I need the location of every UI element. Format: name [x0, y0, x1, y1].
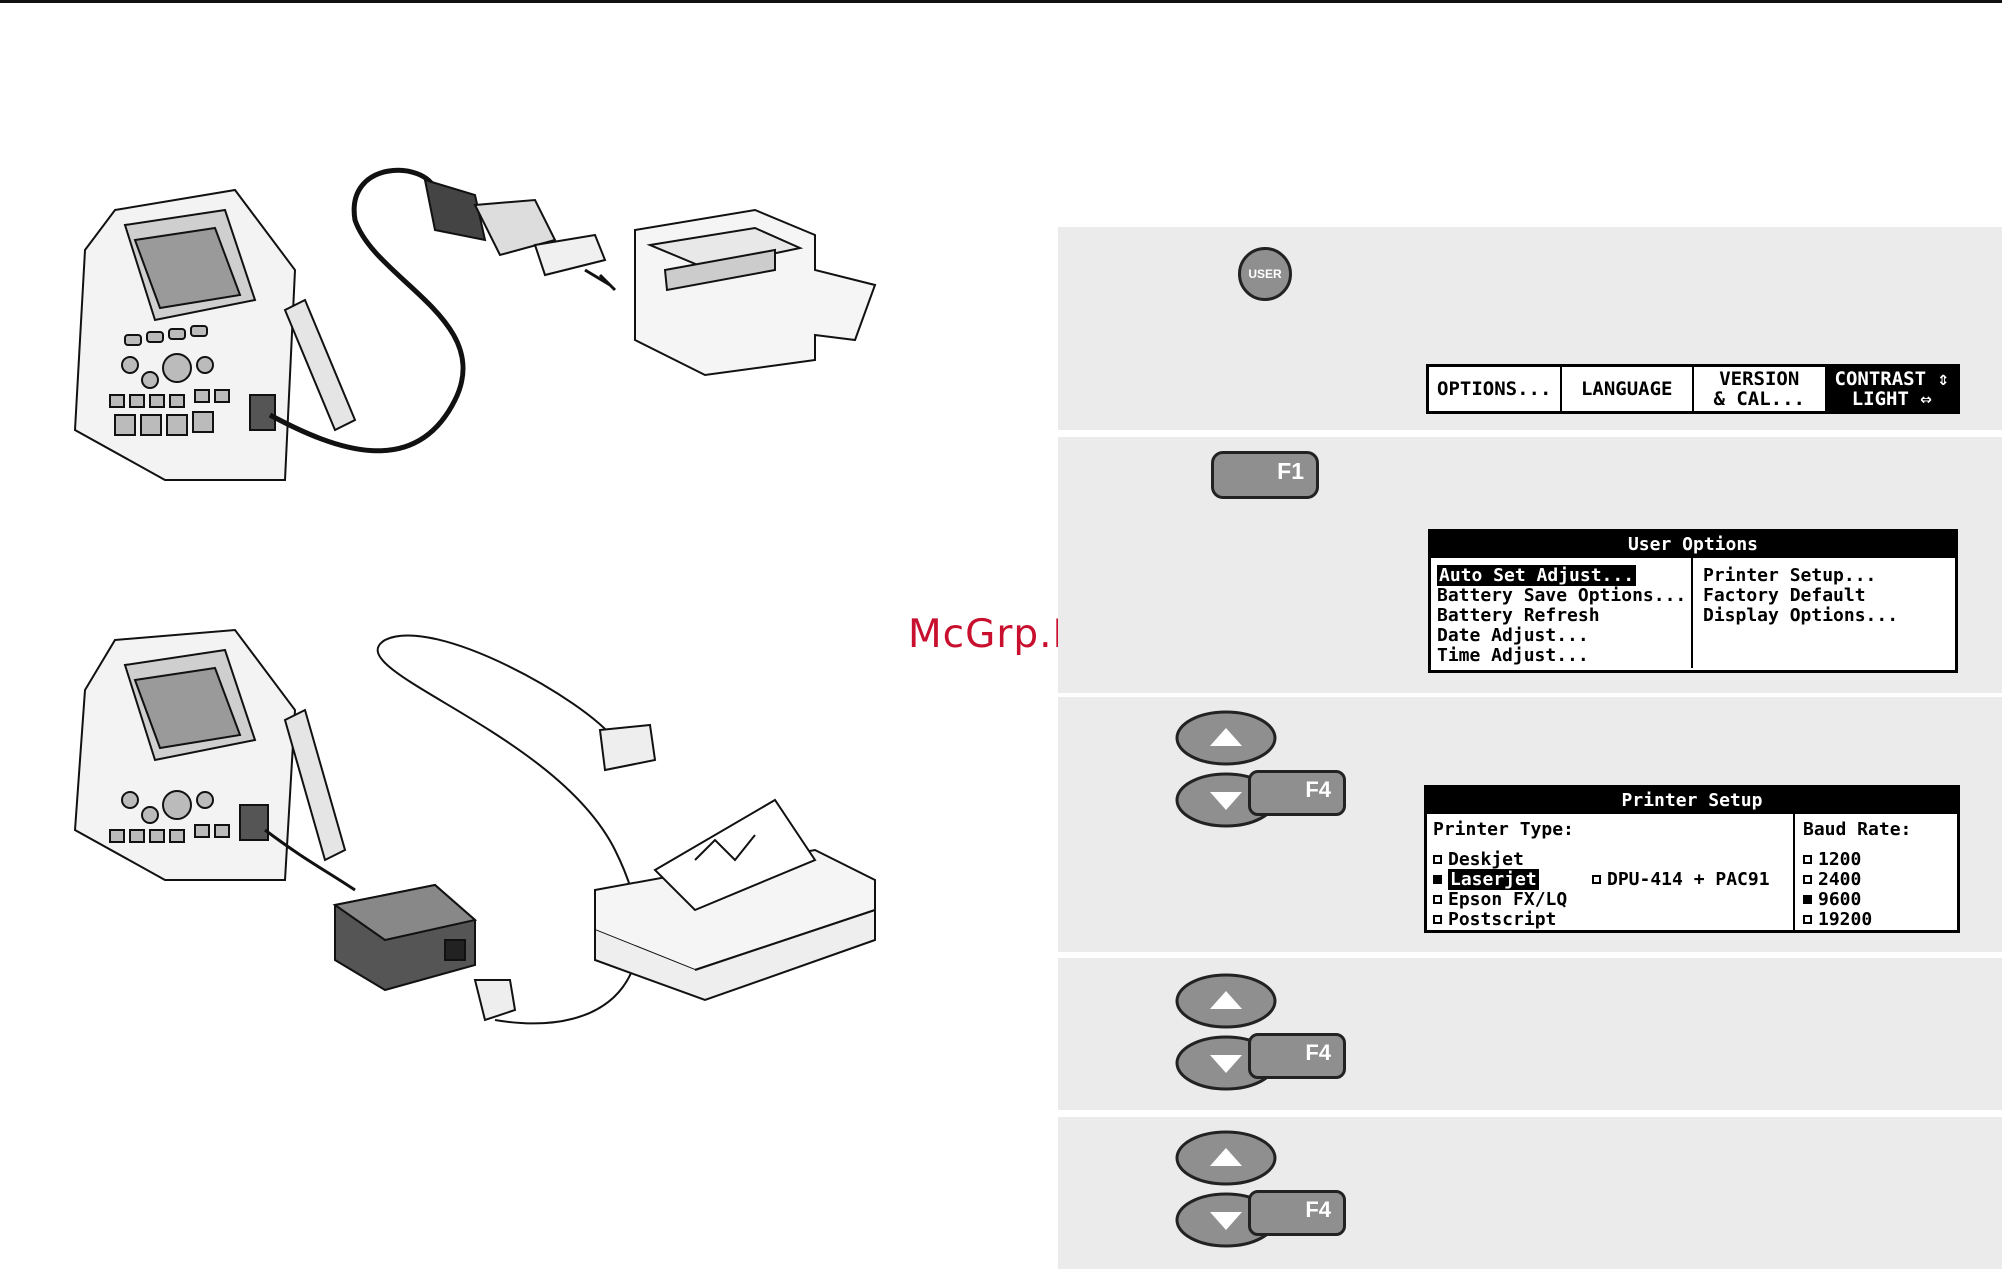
- scope-laser-printer-illustration: [73, 167, 877, 481]
- baud-rate-label: Baud Rate:: [1803, 819, 1912, 840]
- f1-key-label: F1: [1277, 458, 1304, 484]
- option-time-adjust[interactable]: Time Adjust...: [1437, 645, 1589, 666]
- option-battery-refresh[interactable]: Battery Refresh: [1437, 605, 1600, 626]
- printer-setup-dialog: Printer Setup Printer Type: Deskjet Lase…: [1424, 785, 1960, 933]
- f4-key-label: F4: [1305, 1040, 1331, 1065]
- baud-9600[interactable]: 9600: [1803, 890, 1957, 910]
- baud-19200[interactable]: 19200: [1803, 910, 1957, 930]
- up-arrow-key[interactable]: [1174, 709, 1278, 767]
- baud-2400[interactable]: 2400: [1803, 870, 1957, 890]
- user-key-label: USER: [1248, 267, 1282, 281]
- dialog-title: Printer Setup: [1427, 788, 1957, 814]
- user-key[interactable]: USER: [1238, 247, 1292, 301]
- top-rule: [0, 0, 2002, 3]
- f1-key[interactable]: F1: [1211, 451, 1319, 499]
- f4-key[interactable]: F4: [1248, 770, 1346, 816]
- f4-key-label: F4: [1305, 777, 1331, 802]
- option-battery-save[interactable]: Battery Save Options...: [1437, 585, 1687, 606]
- option-factory-default[interactable]: Factory Default: [1703, 585, 1866, 606]
- option-printer-setup[interactable]: Printer Setup...: [1703, 565, 1877, 586]
- printer-postscript[interactable]: Postscript: [1433, 910, 1793, 930]
- f4-key[interactable]: F4: [1248, 1033, 1346, 1079]
- dialog-title: User Options: [1431, 532, 1955, 558]
- printer-epson[interactable]: Epson FX/LQ: [1433, 890, 1793, 910]
- menu-contrast[interactable]: CONTRAST ⇕ LIGHT ⇔: [1826, 367, 1957, 411]
- scope-thermal-printer-illustration: [73, 628, 876, 1025]
- f4-key[interactable]: F4: [1248, 1190, 1346, 1236]
- step-5-panel: F4: [1058, 1117, 2002, 1269]
- printer-type-label: Printer Type:: [1433, 819, 1574, 840]
- f4-key-label: F4: [1305, 1197, 1331, 1222]
- menu-options[interactable]: OPTIONS...: [1429, 367, 1562, 411]
- up-arrow-key[interactable]: [1174, 972, 1278, 1030]
- step-1-panel: USER OPTIONS... LANGUAGE VERSION & CAL..…: [1058, 227, 2002, 430]
- up-arrow-key[interactable]: [1174, 1129, 1278, 1187]
- step-2-panel: F1 User Options Auto Set Adjust... Batte…: [1058, 437, 2002, 693]
- option-date-adjust[interactable]: Date Adjust...: [1437, 625, 1589, 646]
- main-menu-bar: OPTIONS... LANGUAGE VERSION & CAL... CON…: [1426, 364, 1960, 414]
- user-options-dialog: User Options Auto Set Adjust... Battery …: [1428, 529, 1958, 673]
- baud-1200[interactable]: 1200: [1803, 850, 1957, 870]
- menu-language[interactable]: LANGUAGE: [1562, 367, 1694, 411]
- step-3-panel: F4 Printer Setup Printer Type: Deskjet L…: [1058, 697, 2002, 952]
- printer-deskjet[interactable]: Deskjet: [1433, 850, 1793, 870]
- printer-dpu414[interactable]: DPU-414 + PAC91: [1592, 870, 1770, 890]
- option-display-options[interactable]: Display Options...: [1703, 605, 1899, 626]
- printer-laserjet[interactable]: Laserjet: [1433, 869, 1793, 890]
- menu-version-cal[interactable]: VERSION & CAL...: [1694, 367, 1827, 411]
- step-4-panel: F4: [1058, 958, 2002, 1110]
- option-auto-set-adjust[interactable]: Auto Set Adjust...: [1437, 565, 1637, 586]
